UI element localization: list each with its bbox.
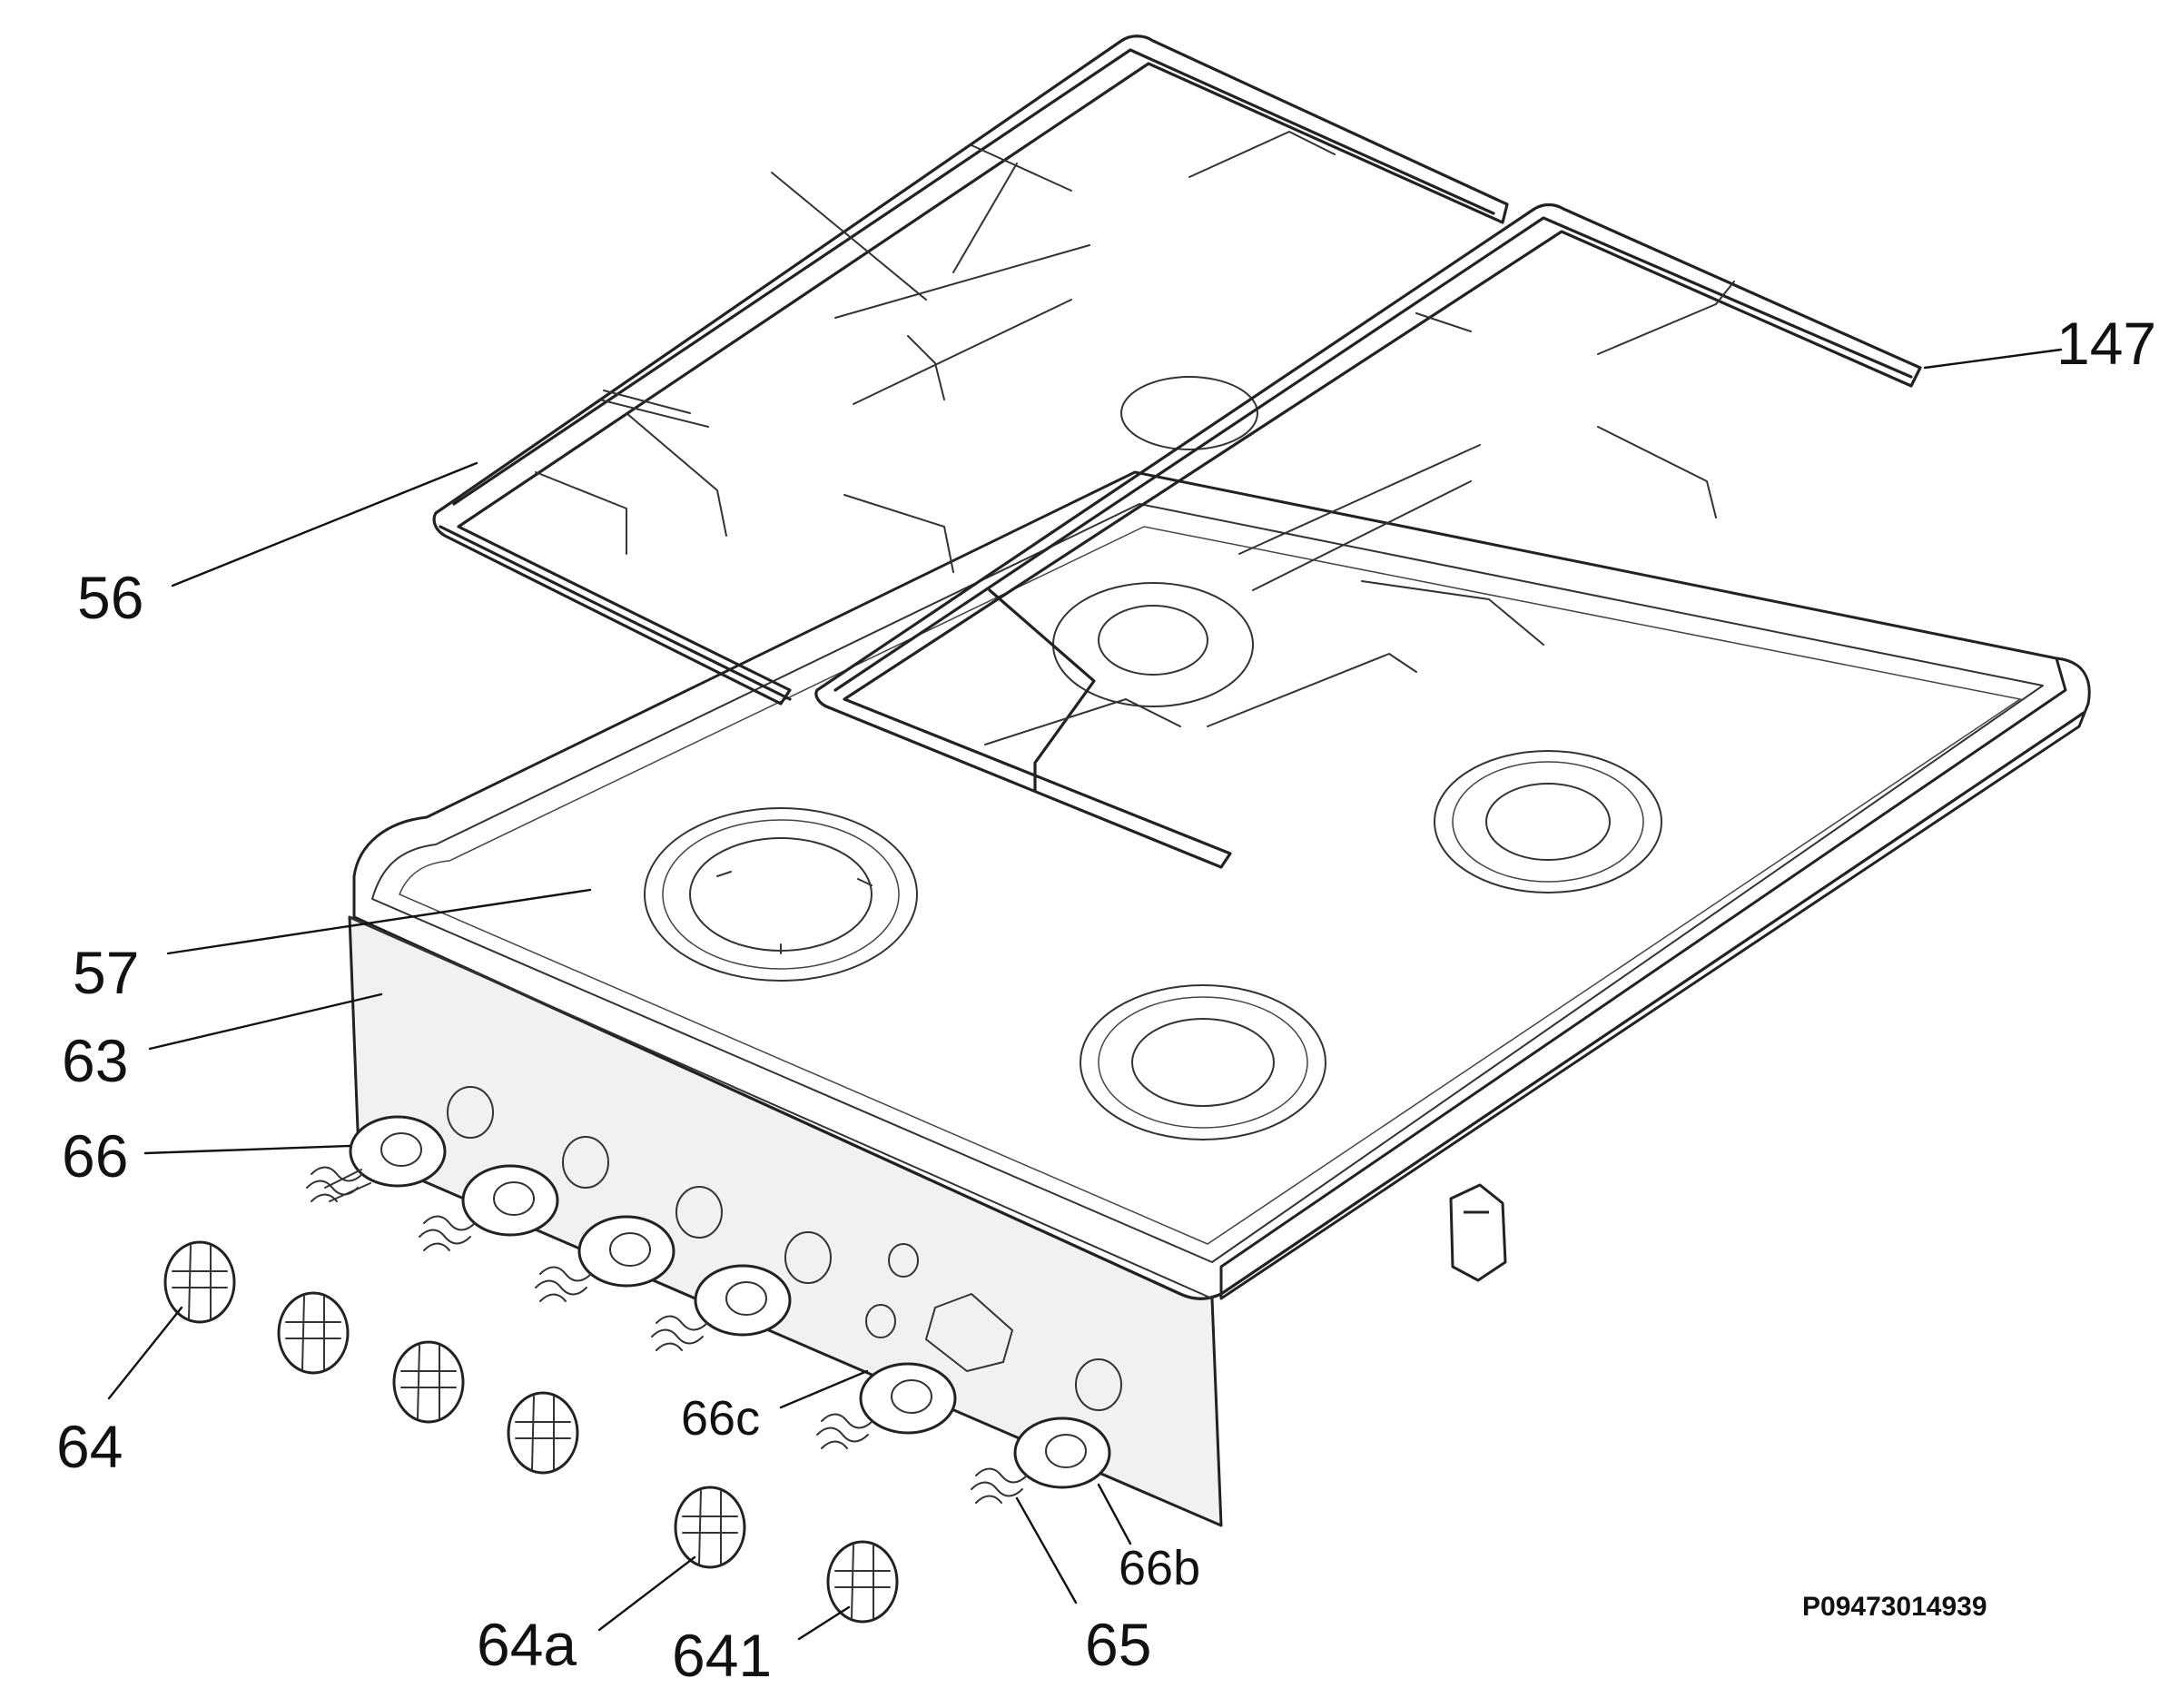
label-64: 64 — [56, 1413, 123, 1480]
hob-body — [348, 376, 2091, 1527]
burner-front-right — [1080, 984, 1326, 1140]
knobs — [163, 1240, 899, 1624]
label-66c: 66c — [681, 1391, 761, 1446]
label-66b: 66b — [1119, 1541, 1201, 1595]
ignition-bracket — [925, 1293, 1013, 1372]
pan-support-right — [814, 202, 1922, 869]
panel-holes — [447, 1086, 1122, 1411]
label-56: 56 — [77, 564, 144, 631]
burner-back-right — [1434, 750, 1662, 893]
label-66: 66 — [62, 1122, 129, 1190]
label-147: 147 — [2056, 310, 2157, 377]
clip — [1449, 1183, 1507, 1282]
label-57: 57 — [73, 939, 140, 1006]
label-65: 65 — [1085, 1611, 1152, 1678]
label-64a: 64a — [477, 1611, 577, 1678]
leader-lines — [107, 348, 2063, 1641]
tap-rings — [306, 1115, 1111, 1504]
label-641: 641 — [672, 1622, 773, 1689]
reference-number: P09473014939 — [1802, 1592, 1987, 1622]
burner-back — [1120, 376, 1258, 450]
burner-large — [644, 807, 918, 982]
label-63: 63 — [62, 1027, 129, 1094]
pan-support-left — [432, 35, 1509, 706]
